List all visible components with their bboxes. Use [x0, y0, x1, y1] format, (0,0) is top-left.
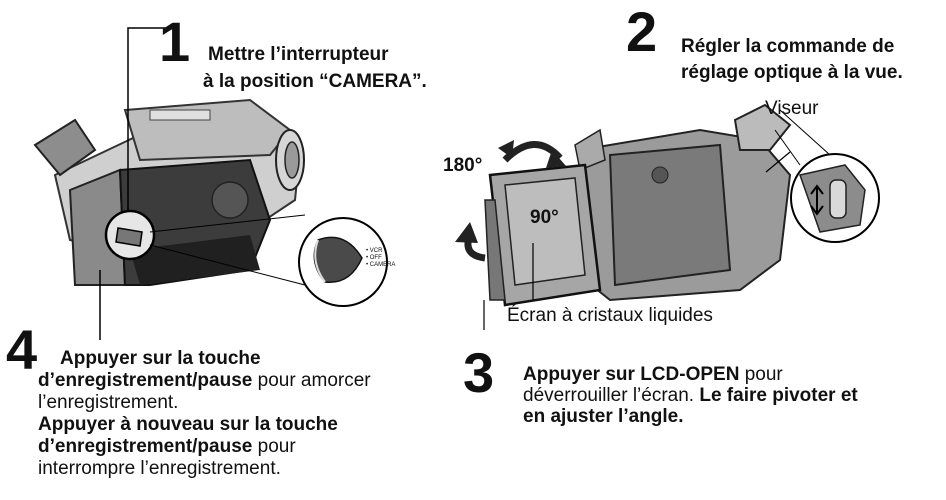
step-4-line4: Appuyer à nouveau sur la touche [38, 414, 338, 435]
step-1-line2: à la position “CAMERA”. [203, 71, 427, 92]
step-2-line1: Régler la commande de [681, 36, 895, 57]
step-3-line3: en ajuster l’angle. [523, 406, 684, 427]
step-4-line1: Appuyer sur la touche [60, 348, 261, 369]
switch-label-camera: • CAMERA [366, 262, 396, 268]
step-4-number: 4 [6, 318, 38, 381]
angle-180-label: 180° [443, 155, 483, 176]
step-1-number: 1 [159, 10, 191, 73]
step-3-line1: Appuyer sur LCD-OPEN pour [523, 364, 783, 385]
switch-label-vcr: • VCR [366, 248, 383, 254]
step-4-line5: d’enregistrement/pause pour [38, 436, 296, 457]
viseur-pointer-line [765, 151, 791, 173]
mode-switch-zoom-illustration [298, 217, 388, 307]
angle-90-label: 90° [530, 207, 559, 228]
switch-label-off: • OFF [366, 255, 382, 261]
step-3-line2: déverrouiller l’écran. Le faire pivoter … [523, 385, 858, 406]
step-2-line2: réglage optique à la vue. [681, 62, 903, 83]
camcorder-right-illustration [484, 103, 880, 307]
step-4-line3: l’enregistrement. [38, 392, 179, 413]
step1-callout-line [127, 27, 168, 210]
step-2-number: 2 [626, 0, 658, 63]
camcorder-left-illustration [33, 98, 305, 286]
viseur-label: Viseur [765, 98, 819, 119]
step-3-number: 3 [463, 341, 495, 404]
step-4-line6: interrompre l’enregistrement. [38, 458, 281, 479]
switch-labels: • VCR • OFF • CAMERA [366, 248, 395, 269]
step-1-line1: Mettre l’interrupteur [208, 44, 389, 65]
lcd-screen-label: Écran à cristaux liquides [507, 305, 713, 326]
step-4-line2: d’enregistrement/pause pour amorcer [38, 370, 371, 391]
lcd-open-text: Appuyer sur LCD-OPEN [523, 364, 740, 385]
zoom-lines [149, 214, 306, 286]
